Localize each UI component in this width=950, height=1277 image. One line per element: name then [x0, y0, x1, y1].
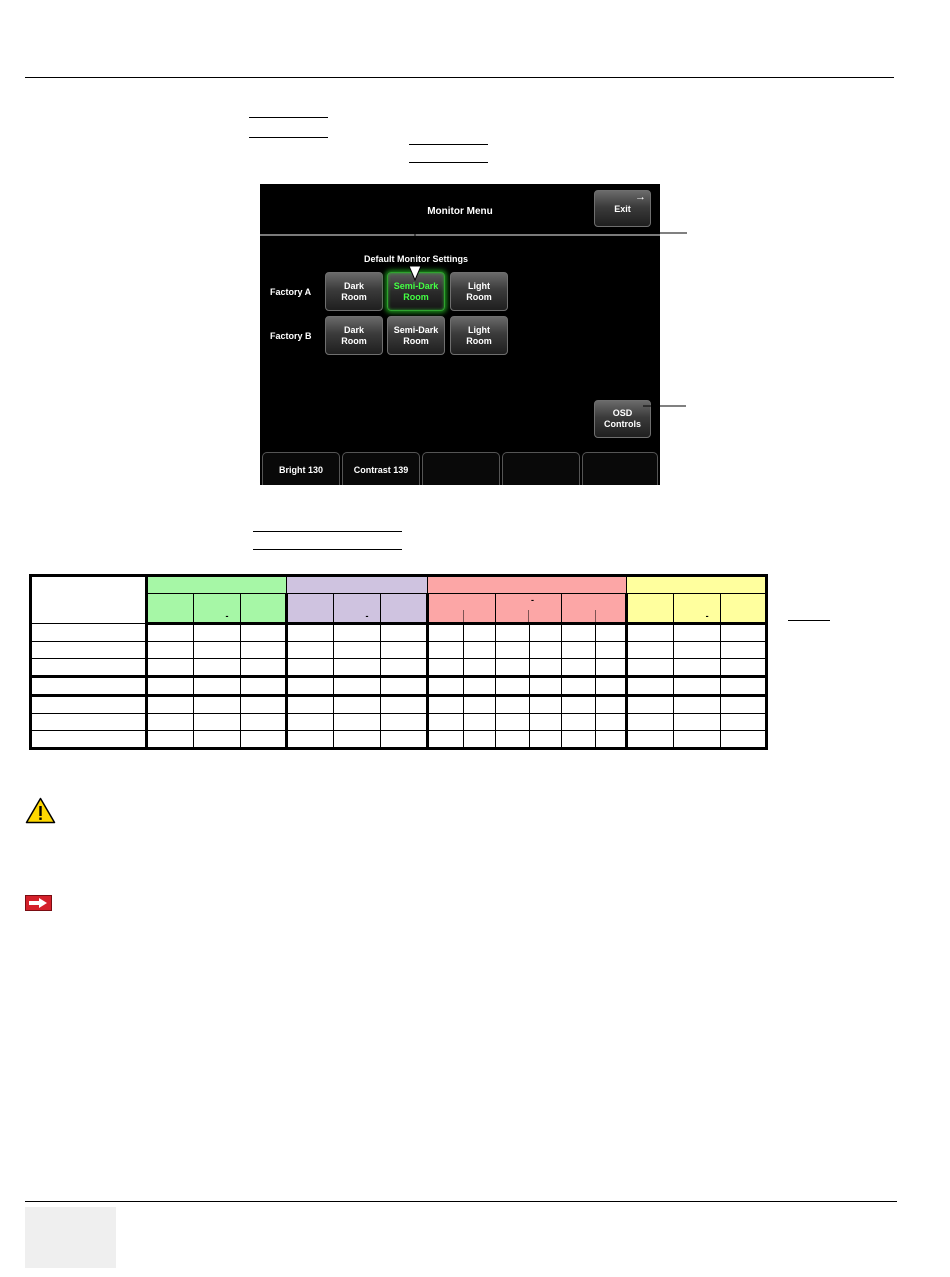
divider: [260, 234, 660, 236]
callout-lines: [408, 232, 687, 407]
underline-field: [249, 137, 328, 138]
table-row: [30, 713, 768, 731]
note-arrow-icon: [25, 895, 52, 911]
table-row: [30, 730, 768, 749]
red-group-header: [427, 575, 628, 594]
header-rule: [25, 77, 894, 78]
row-label-factory-a: Factory A: [270, 287, 312, 297]
table-row: [30, 641, 768, 659]
monitor-settings-table: - - - -: [29, 574, 769, 750]
underline-field: [409, 144, 488, 145]
softkey-3[interactable]: [422, 452, 500, 485]
green-group-header: [145, 575, 288, 594]
warning-icon: [25, 797, 56, 824]
purple-group-header: [286, 575, 429, 594]
footer-rule: [25, 1201, 897, 1202]
callout-arrowhead: [408, 265, 422, 282]
table-row: [30, 676, 768, 697]
underline-field: [409, 162, 488, 163]
softkey-contrast[interactable]: Contrast 139: [342, 452, 420, 485]
table-row: [30, 695, 768, 714]
yellow-group-header: [626, 575, 768, 594]
footer-box: [25, 1207, 116, 1268]
monitor-menu-title: Monitor Menu: [427, 206, 493, 217]
monitor-menu-screen: Monitor Menu → Exit Default Monitor Sett…: [260, 184, 660, 485]
table-row: [30, 623, 768, 642]
underline-field: [788, 620, 830, 621]
callout-selected-line: [414, 232, 687, 270]
softkey-bright[interactable]: Bright 130: [262, 452, 340, 485]
row-label-factory-b: Factory B: [270, 331, 312, 341]
table-row: [30, 658, 768, 678]
exit-button[interactable]: → Exit: [594, 190, 651, 227]
softkey-5[interactable]: [582, 452, 658, 485]
section-title: Default Monitor Settings: [364, 254, 468, 264]
underline-field: [253, 531, 402, 532]
exit-label: Exit: [614, 204, 631, 214]
softkey-4[interactable]: [502, 452, 580, 485]
underline-field: [253, 549, 402, 550]
table-corner-cell: [30, 575, 148, 624]
exit-arrow-icon: →: [635, 191, 646, 203]
underline-field: [249, 117, 328, 118]
